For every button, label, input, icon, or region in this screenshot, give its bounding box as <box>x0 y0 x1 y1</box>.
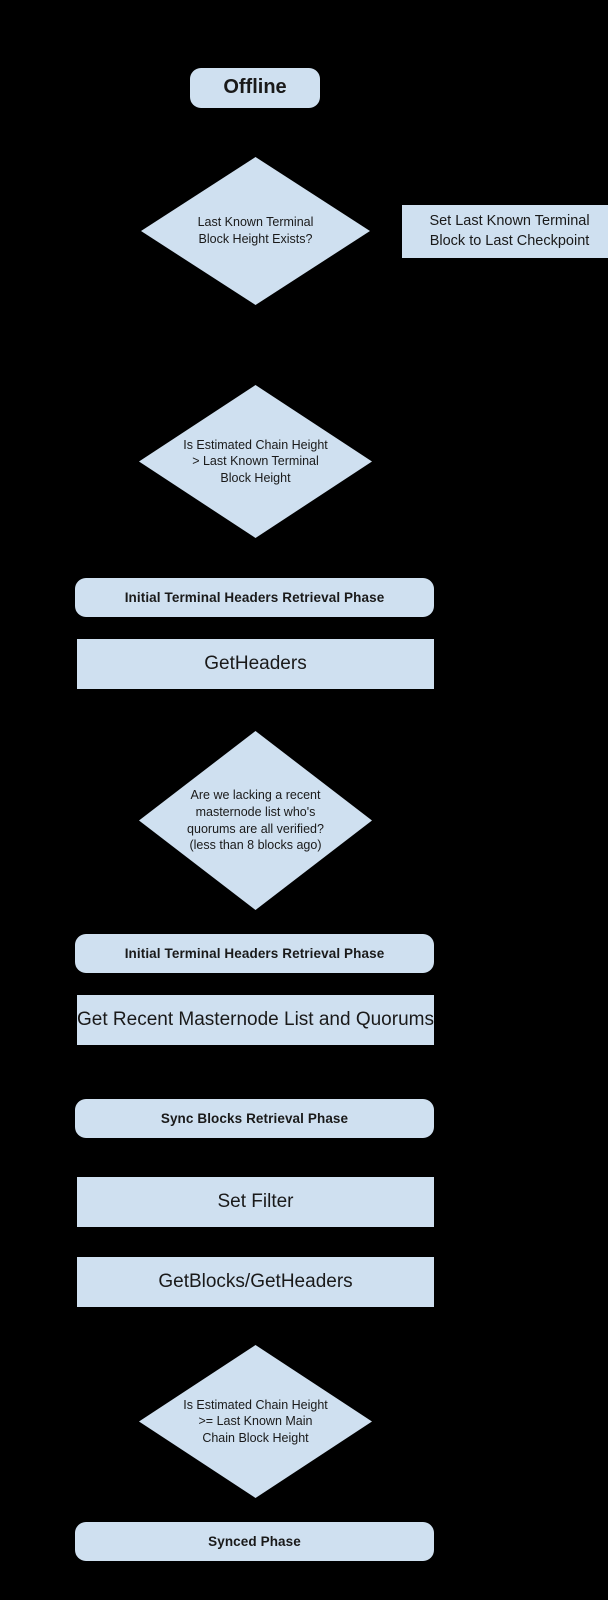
node-decision-estimated-gt-terminal-label: Is Estimated Chain Height > Last Known T… <box>183 437 328 485</box>
node-offline[interactable]: Offline <box>190 68 320 108</box>
node-set-filter[interactable]: Set Filter <box>77 1177 434 1227</box>
node-decision-estimated-gte-main-label: Is Estimated Chain Height >= Last Known … <box>183 1397 328 1445</box>
node-phase-initial-terminal-headers-2[interactable]: Initial Terminal Headers Retrieval Phase <box>75 934 434 973</box>
node-phase-initial-terminal-headers-1[interactable]: Initial Terminal Headers Retrieval Phase <box>75 578 434 617</box>
node-decision-estimated-gte-main[interactable]: Is Estimated Chain Height >= Last Known … <box>139 1345 372 1498</box>
node-decision-masternode-list-recent[interactable]: Are we lacking a recent masternode list … <box>139 731 372 910</box>
node-phase-sync-blocks-retrieval[interactable]: Sync Blocks Retrieval Phase <box>75 1099 434 1138</box>
node-phase-synced[interactable]: Synced Phase <box>75 1522 434 1561</box>
node-decision-terminal-height-exists-label: Last Known Terminal Block Height Exists? <box>197 215 314 246</box>
node-get-recent-masternode-list[interactable]: Get Recent Masternode List and Quorums <box>77 995 434 1045</box>
node-decision-masternode-list-recent-label: Are we lacking a recent masternode list … <box>187 788 324 853</box>
node-decision-terminal-height-exists[interactable]: Last Known Terminal Block Height Exists? <box>141 157 370 305</box>
node-decision-estimated-gt-terminal[interactable]: Is Estimated Chain Height > Last Known T… <box>139 385 372 538</box>
node-get-blocks-get-headers[interactable]: GetBlocks/GetHeaders <box>77 1257 434 1307</box>
node-set-last-known-terminal[interactable]: Set Last Known Terminal Block to Last Ch… <box>402 205 608 258</box>
node-get-headers[interactable]: GetHeaders <box>77 639 434 689</box>
